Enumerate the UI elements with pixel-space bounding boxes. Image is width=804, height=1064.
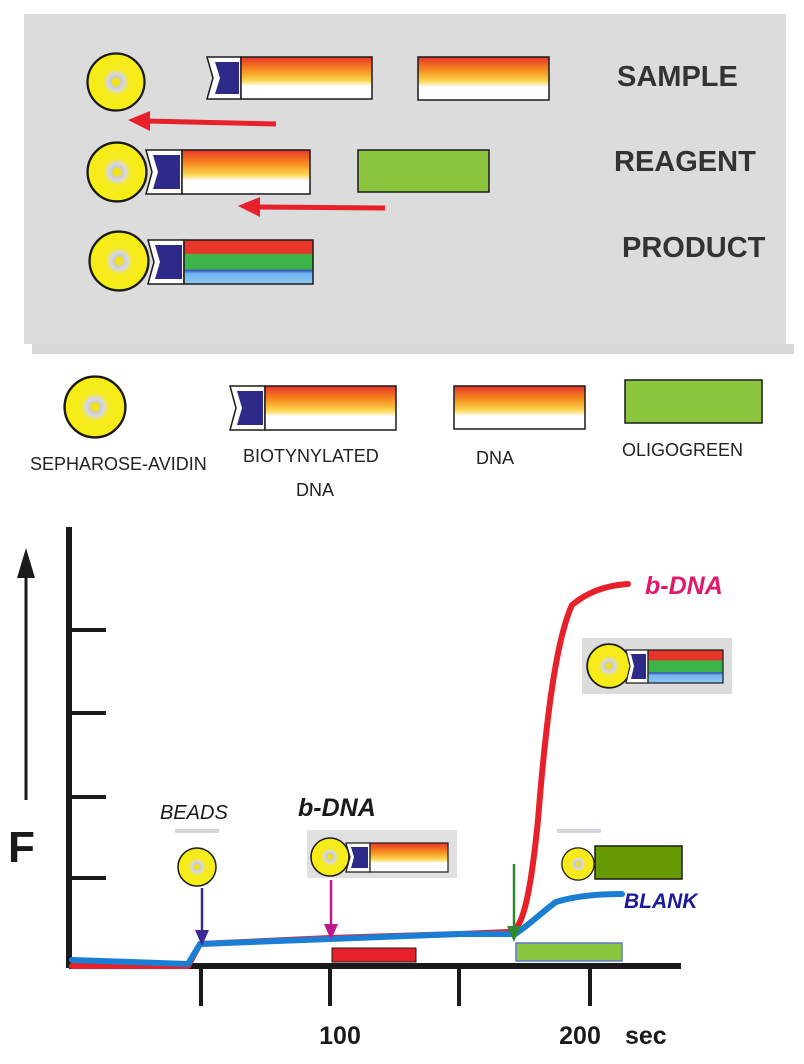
beads-bead-icon — [177, 847, 217, 887]
bdna-curve-label: b-DNA — [645, 572, 723, 600]
reaction-arrow-2 — [238, 197, 386, 217]
panel-shadow — [32, 344, 794, 354]
x-axis-unit: sec — [625, 1022, 667, 1050]
oligogreen-block-icon — [594, 845, 683, 880]
bdna-mid-label: b-DNA — [298, 794, 376, 822]
sample-bead — [86, 52, 146, 112]
x-tick-label-200: 200 — [559, 1022, 601, 1050]
legend-biotinylated-label-1: BIOTYNYLATED — [243, 446, 379, 466]
sample-dna — [417, 56, 550, 101]
product-label: PRODUCT — [622, 232, 766, 264]
legend-oligogreen-icon — [624, 379, 763, 424]
beads-marker-arrow — [195, 888, 209, 946]
bdna-addition-bar — [331, 947, 417, 963]
legend-dna-icon — [453, 385, 586, 430]
product-complex-icon — [582, 638, 732, 694]
sample-biotinylated-dna — [206, 56, 373, 100]
oligogreen-bead-icon — [561, 847, 595, 881]
reagent-biotinylated-dna — [145, 149, 311, 195]
y-direction-arrow — [17, 548, 35, 800]
reagent-bead — [86, 141, 148, 203]
blank-curve — [69, 891, 625, 967]
bdna-marker-arrow — [324, 880, 338, 940]
beads-label: BEADS — [160, 802, 228, 824]
sample-label: SAMPLE — [617, 61, 738, 93]
legend-biotinylated-icon — [229, 385, 397, 431]
product-bead — [88, 230, 150, 292]
x-axis-ticks — [199, 966, 592, 1006]
product-complex — [147, 239, 314, 285]
fluorescence-graph: 100 200 sec F b-DNA BLANK BEADS b-DNA — [8, 527, 732, 1050]
reaction-panel: SAMPLE REAGENT PROD — [24, 14, 794, 354]
legend-biotinylated-label-2: DNA — [296, 480, 334, 500]
bdna-complex-icon — [307, 830, 457, 878]
blank-curve-label: BLANK — [624, 890, 699, 913]
oligogreen-marker-arrow — [507, 864, 521, 942]
legend-oligogreen-label: OLIGOGREEN — [622, 440, 743, 460]
beads-label-underline — [175, 829, 219, 833]
oligogreen-addition-bar — [515, 942, 623, 962]
reagent-oligogreen — [357, 149, 490, 193]
x-tick-label-100: 100 — [319, 1022, 361, 1050]
oligogreen-label-underline — [557, 829, 601, 833]
y-axis-label: F — [8, 823, 35, 872]
reagent-label: REAGENT — [614, 146, 756, 178]
legend: SEPHAROSE-AVIDIN BIOTYNYLATED DNA DNA OL… — [30, 375, 763, 500]
legend-bead-label: SEPHAROSE-AVIDIN — [30, 454, 207, 474]
reaction-arrow-1 — [128, 111, 277, 131]
legend-dna-label: DNA — [476, 448, 514, 468]
legend-bead-icon — [63, 375, 127, 439]
y-axis-ticks — [69, 628, 106, 880]
